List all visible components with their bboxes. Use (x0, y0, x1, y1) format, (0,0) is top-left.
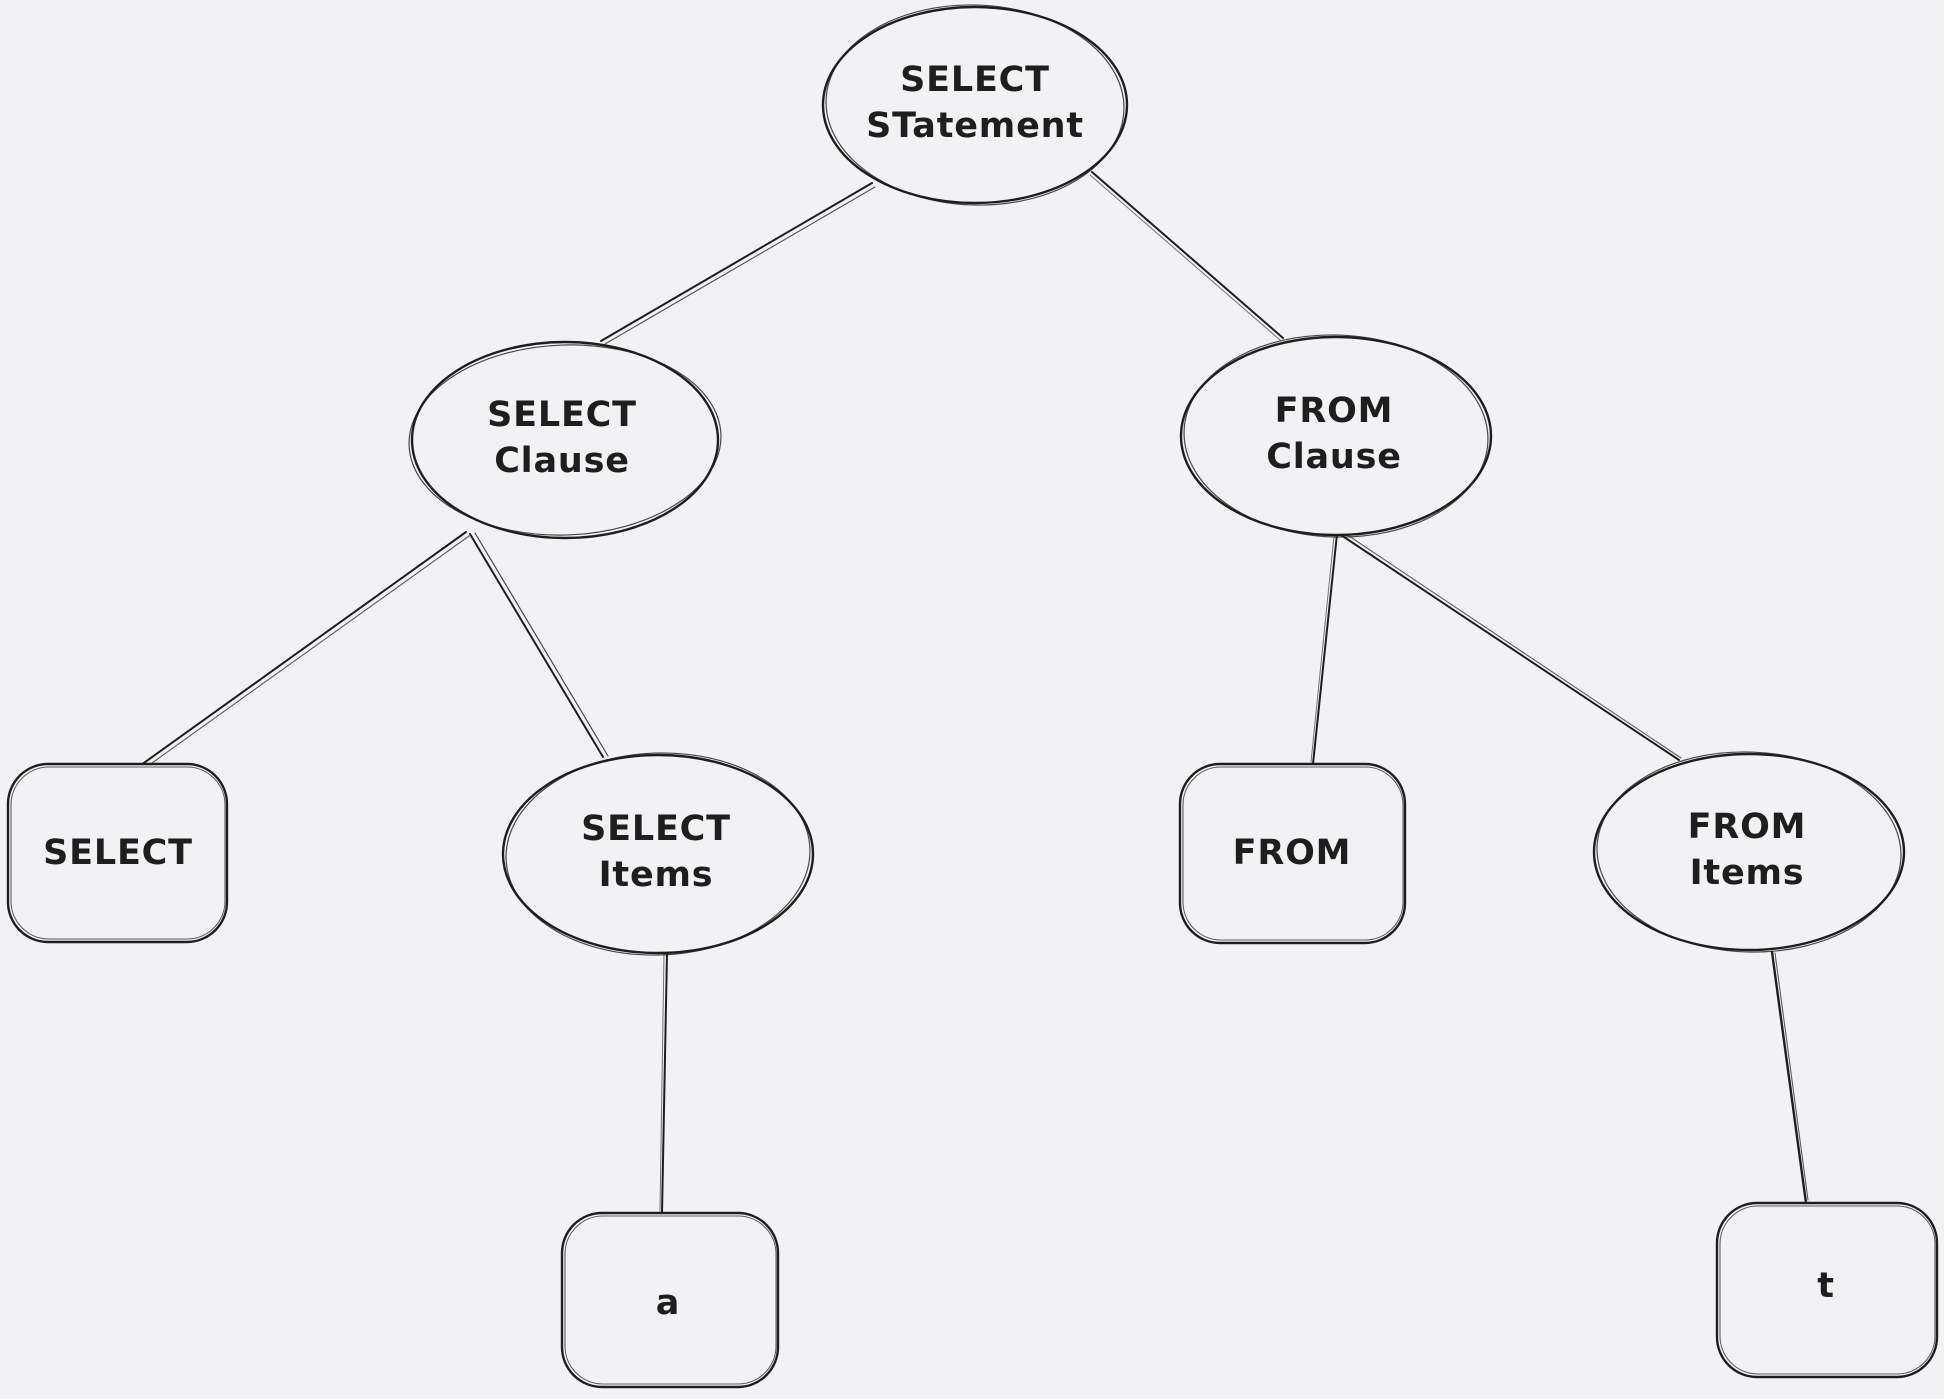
node-select-clause (408, 340, 722, 540)
edge-select-statement-to-from-clause (1089, 171, 1284, 341)
edge-from-clause-to-from-items (1340, 531, 1682, 761)
edge-from-items-to-table-t (1770, 950, 1809, 1205)
node-column-a (560, 1211, 780, 1389)
node-from-items (1592, 751, 1906, 953)
node-select-statement (821, 4, 1129, 206)
node-from-keyword (1178, 762, 1407, 945)
edge-from-clause-to-from-keyword (1310, 533, 1338, 765)
edge-select-clause-to-select-items (469, 532, 609, 758)
node-table-t (1715, 1201, 1939, 1379)
node-select-keyword (6, 762, 229, 944)
edge-select-statement-to-select-clause (600, 182, 876, 345)
edge-select-items-to-column-a (659, 952, 668, 1214)
node-select-items (501, 752, 815, 956)
node-from-clause (1179, 334, 1493, 538)
edge-select-clause-to-select-keyword (140, 531, 470, 769)
